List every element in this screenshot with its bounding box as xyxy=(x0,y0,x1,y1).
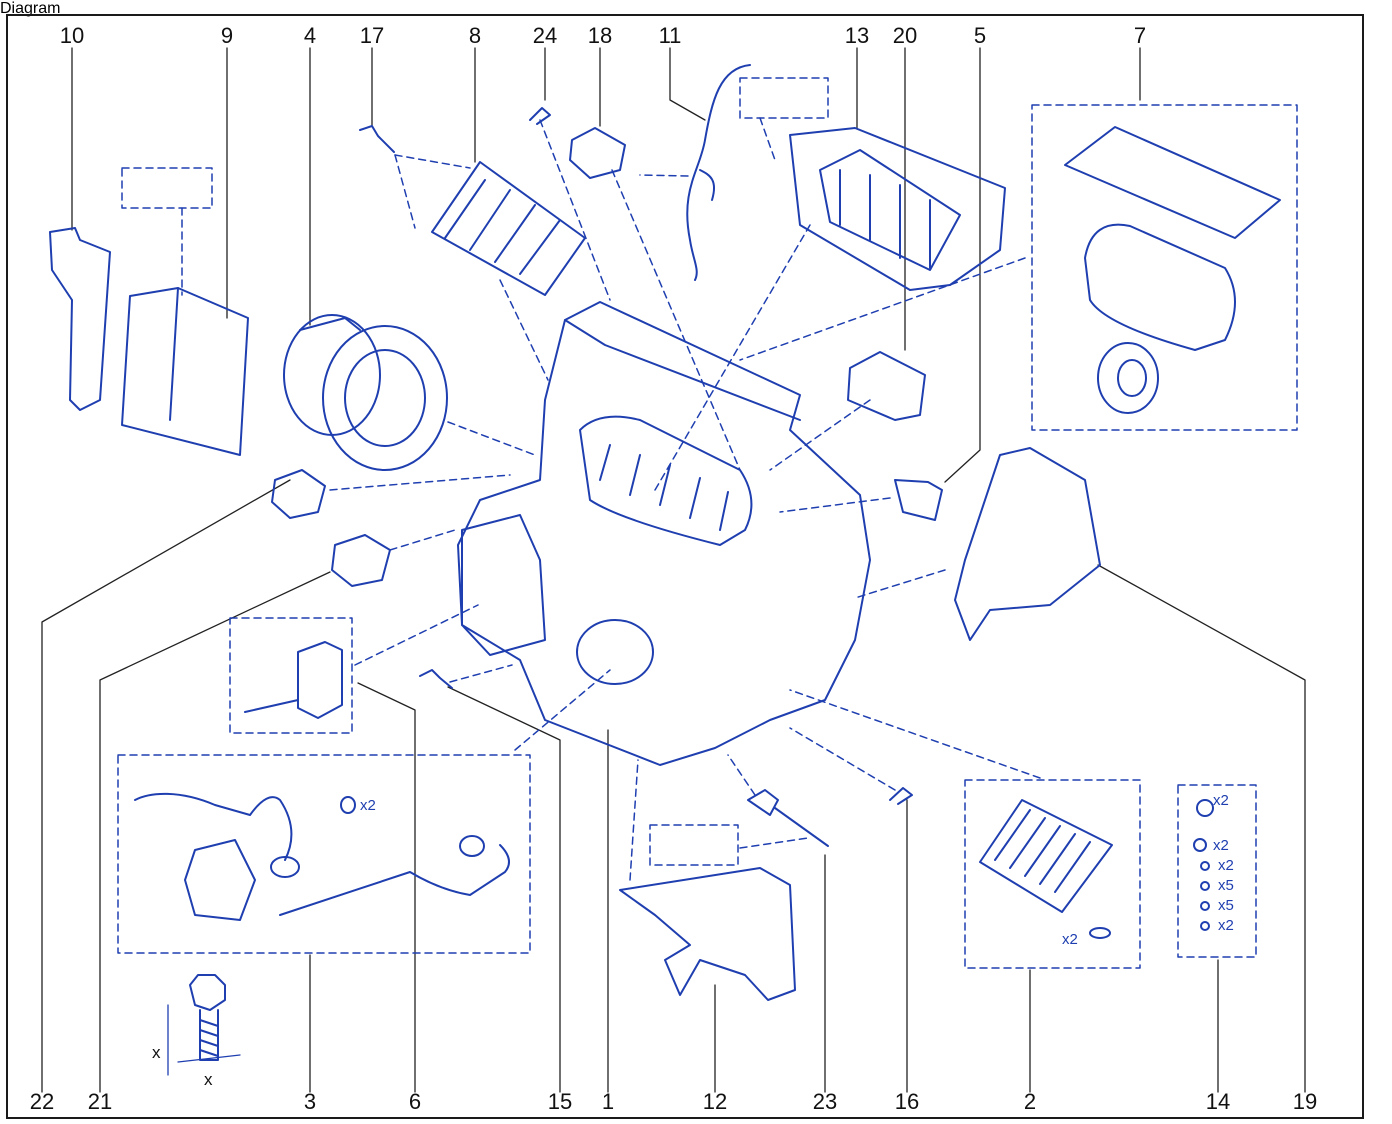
callout-17: 17 xyxy=(359,23,385,48)
callout-20: 20 xyxy=(892,23,918,48)
diagram-frame xyxy=(6,14,1364,1119)
qty-kit14-d: x5 xyxy=(1218,877,1234,894)
callout-18: 18 xyxy=(587,23,613,48)
qty-heater-core-clip: x2 xyxy=(1062,931,1078,948)
callout-2: 2 xyxy=(1023,1089,1037,1114)
callout-5: 5 xyxy=(973,23,987,48)
callout-14: 14 xyxy=(1205,1089,1231,1114)
callout-12: 12 xyxy=(702,1089,728,1114)
callout-3: 3 xyxy=(303,1089,317,1114)
callout-8: 8 xyxy=(468,23,482,48)
callout-6: 6 xyxy=(408,1089,422,1114)
qty-kit14-a: x2 xyxy=(1213,792,1229,809)
callout-1: 1 xyxy=(601,1089,615,1114)
qty-kit14-e: x5 xyxy=(1218,897,1234,914)
callout-23: 23 xyxy=(812,1089,838,1114)
callout-10: 10 xyxy=(59,23,85,48)
callout-13: 13 xyxy=(844,23,870,48)
callout-16: 16 xyxy=(894,1089,920,1114)
callout-15: 15 xyxy=(547,1089,573,1114)
qty-kit14-b: x2 xyxy=(1213,837,1229,854)
callout-24: 24 xyxy=(532,23,558,48)
dimension-label-horizontal: x xyxy=(204,1070,213,1089)
callout-7: 7 xyxy=(1133,23,1147,48)
qty-kit14-f: x2 xyxy=(1218,917,1234,934)
callout-11: 11 xyxy=(658,23,682,48)
callout-9: 9 xyxy=(220,23,234,48)
callout-19: 19 xyxy=(1292,1089,1318,1114)
callout-4: 4 xyxy=(303,23,317,48)
qty-kit14-c: x2 xyxy=(1218,857,1234,874)
callout-21: 21 xyxy=(87,1089,113,1114)
callout-22: 22 xyxy=(29,1089,55,1114)
qty-hose-kit-o-ring: x2 xyxy=(360,797,376,814)
dimension-label-vertical: x xyxy=(152,1043,161,1062)
